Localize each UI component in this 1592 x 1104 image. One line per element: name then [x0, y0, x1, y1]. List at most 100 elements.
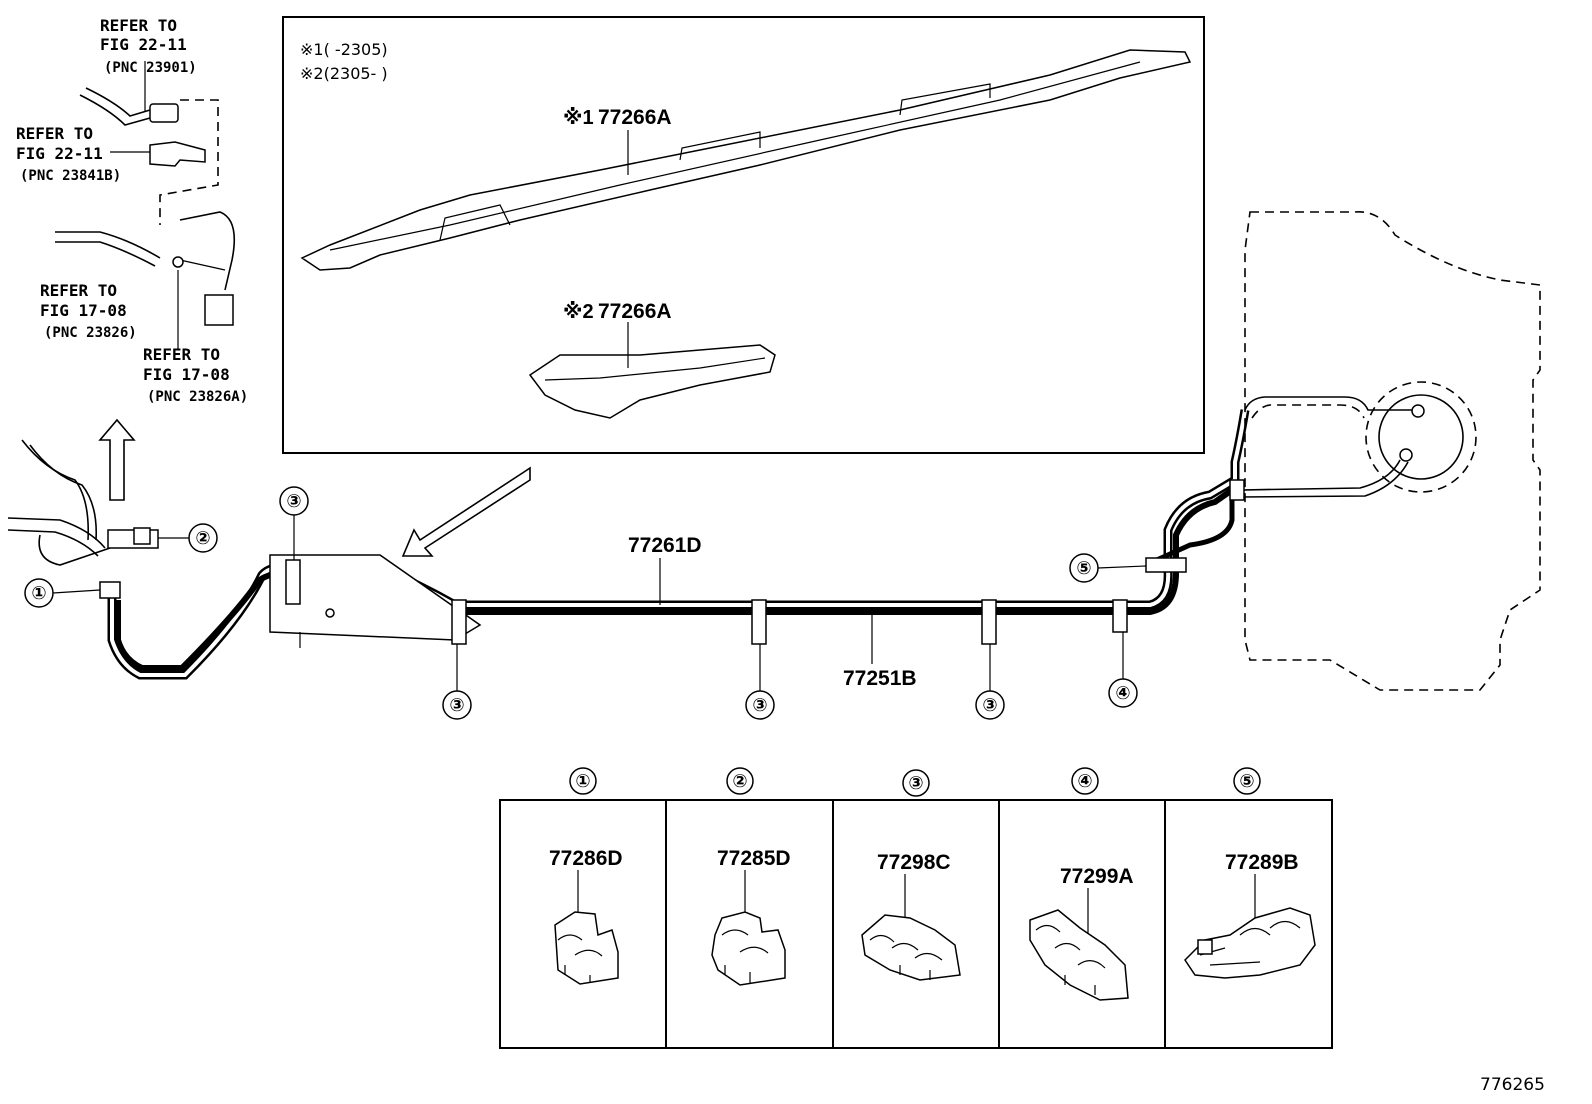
ref-1-line1: REFER TO [100, 16, 177, 35]
clip-small [172, 256, 184, 268]
clamp3-detail [869, 934, 943, 980]
tank-line-2b [1239, 461, 1409, 498]
callout-5-leader [1097, 565, 1147, 569]
air-guide-tab-1 [439, 204, 511, 241]
callout-4: ④ [1115, 683, 1130, 704]
air-guide-tab-3 [899, 83, 991, 116]
clamp-3b [451, 599, 467, 645]
tube-branch [1148, 490, 1235, 566]
clamp-77286D-drawing [554, 911, 619, 985]
tank-pump-ring [1365, 381, 1477, 493]
tank-line-1-dash [1251, 404, 1365, 419]
clamp-77285D-drawing [711, 911, 786, 986]
callout-3a: ③ [286, 491, 301, 512]
callout-2: ② [195, 528, 210, 549]
ref-2-pnc: (PNC 23841B) [20, 168, 121, 184]
legend-marker-4: ④ [1077, 771, 1092, 792]
left-hose-1 [21, 439, 90, 541]
clamp5-tab [1197, 939, 1213, 955]
tube-bracket [269, 554, 482, 641]
ref-3-line2: FIG 17-08 [40, 301, 127, 320]
inset-part2-mark: ※2 [563, 301, 594, 323]
sensor-stud [179, 259, 226, 271]
reference-parts [55, 61, 236, 501]
inset-note-2: ※2(2305- ) [300, 64, 388, 83]
hose-top-outline-2 [85, 87, 151, 117]
clamp2-detail [721, 929, 769, 983]
legend-marker-2-circle [726, 767, 754, 795]
air-guide-long [300, 49, 1192, 271]
air-guide-short-ridge [544, 357, 766, 381]
hose-top-outline [79, 94, 151, 126]
assembly-dash-line [159, 99, 219, 225]
tank-line-1 [1244, 396, 1412, 411]
clamp-1 [99, 581, 121, 599]
inset-part1-number: 77266A [598, 106, 672, 129]
callout-5: ⑤ [1076, 558, 1091, 579]
legend-part-1: 77286D [549, 847, 623, 870]
ref-4-line2: FIG 17-08 [143, 365, 230, 384]
callout-3c: ③ [752, 695, 767, 716]
reference-labels: REFER TO FIG 22-11 (PNC 23901) REFER TO … [16, 16, 248, 405]
tube-routing [7, 409, 1250, 680]
inset-pointer-arrow [401, 466, 531, 557]
clamp-legend: ① ② ③ ④ ⑤ 77286D 77285D 77298C 77299A 77… [499, 767, 1333, 1049]
inset-part1-mark: ※1 [563, 107, 594, 129]
label-77261D: 77261D [628, 534, 702, 557]
air-guide-ridge [329, 61, 1141, 251]
ref-2-line1: REFER TO [16, 124, 93, 143]
tank-port-2 [1399, 448, 1413, 462]
clamp4-body [1029, 909, 1129, 1001]
legend-marker-1-circle [569, 767, 597, 795]
legend-frame [499, 799, 1333, 1049]
tank-outline [1244, 211, 1541, 691]
legend-marker-4-circle [1071, 767, 1099, 795]
main-callouts: ① ② ③ ③ ③ ③ ④ ⑤ [24, 486, 1147, 720]
clamp-2 [133, 527, 151, 545]
inset-frame [282, 16, 1205, 454]
ref-3-pnc: (PNC 23826) [44, 325, 137, 341]
legend-part-2: 77285D [717, 847, 791, 870]
hose-lower-outline [55, 231, 161, 259]
left-hose-2 [29, 444, 98, 541]
left-hose-5 [38, 534, 111, 566]
clamp-4 [1112, 599, 1128, 633]
hose-lower-outline-2 [55, 241, 156, 267]
clamp-5 [1145, 557, 1187, 573]
inset-part-1: ※1 77266A [300, 49, 1192, 271]
clamp-77299A-drawing [1029, 909, 1129, 1001]
inset-note-1: ※1( -2305) [300, 40, 388, 59]
sensor-connector [204, 294, 234, 326]
clamp5-detail [1199, 920, 1301, 966]
bracket-hole [325, 608, 335, 618]
ref-4-line1: REFER TO [143, 345, 220, 364]
tube-clamps [99, 527, 1187, 645]
up-arrow [98, 418, 136, 501]
inset-part-2: ※2 77266A [528, 300, 776, 419]
label-77251B: 77251B [843, 667, 917, 690]
callout-1-leader [52, 589, 101, 594]
clamp-3d [981, 599, 997, 645]
legend-marker-3: ③ [908, 773, 923, 794]
legend-marker-5-circle [1233, 767, 1261, 795]
air-guide-short [528, 344, 776, 419]
hose-connector [149, 103, 179, 123]
callout-3b: ③ [449, 695, 464, 716]
clamp-part [149, 141, 206, 167]
callout-1: ① [31, 583, 46, 604]
clamp5-body [1184, 907, 1316, 979]
clamp-77298C-drawing [861, 914, 961, 981]
left-hose-3 [7, 517, 106, 549]
clamp-77289B-drawing [1184, 907, 1316, 979]
ref-3-line1: REFER TO [40, 281, 117, 300]
left-hose-4 [7, 529, 99, 557]
ref-2-line2: FIG 22-11 [16, 144, 103, 163]
legend-marker-1: ① [575, 771, 590, 792]
sensor-wire [179, 211, 236, 291]
ref-1-line2: FIG 22-11 [100, 35, 187, 54]
clamp4-detail [1035, 924, 1106, 995]
legend-marker-2: ② [732, 771, 747, 792]
ref-1-pnc: (PNC 23901) [104, 60, 197, 76]
